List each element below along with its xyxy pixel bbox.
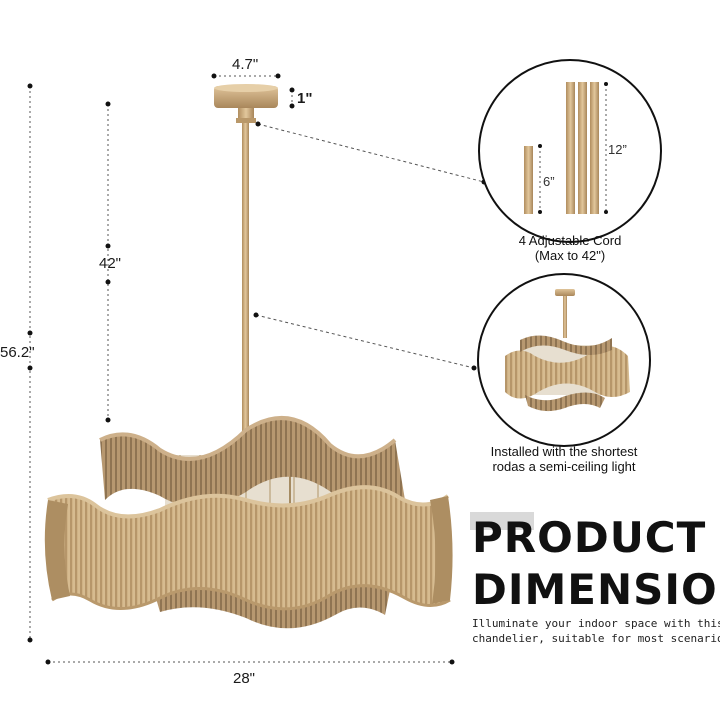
cord-detail-caption: 4 Adjustable Cord (Max to 42"): [484, 233, 656, 263]
shade-width-label: 28": [233, 670, 256, 687]
headline: PRODUCT DIMENSION: [472, 512, 720, 616]
cord-caption-line2: (Max to 42"): [534, 248, 606, 263]
shade-width-guide: [45, 659, 455, 665]
semi-ceiling-caption: Installed with the shortest rodas a semi…: [474, 444, 654, 474]
cord-detail-circle: [478, 59, 662, 243]
description: Illuminate your indoor space with this c…: [472, 616, 720, 646]
title-accent-block: [470, 512, 534, 530]
canopy: [214, 84, 278, 123]
description-line2: chandelier, suitable for most scenarios: [472, 632, 720, 645]
short-rod-label: 6”: [543, 174, 555, 189]
description-line1: Illuminate your indoor space with this: [472, 617, 720, 630]
canopy-width-guide: [211, 73, 295, 109]
semi-ceiling-caption-line1: Installed with the shortest: [490, 444, 638, 459]
semi-ceiling-caption-line2: rodas a semi-ceiling light: [492, 459, 636, 474]
cord-length-label: 42": [99, 255, 122, 272]
headline-line2: DIMENSION: [472, 565, 720, 614]
total-height-label: 56.2": [0, 344, 35, 361]
semi-ceiling-detail-circle: [477, 273, 651, 447]
cord-length-guide: [105, 101, 111, 423]
rope-shade: [44, 416, 453, 629]
total-height-guide: [27, 83, 33, 643]
leader-line-semi-ceiling: [255, 314, 475, 369]
headline-line1: PRODUCT: [472, 513, 707, 562]
leader-line-cord: [257, 123, 485, 183]
down-rod: [242, 123, 249, 453]
cord-caption-line1: 4 Adjustable Cord: [518, 233, 622, 248]
long-rod-label: 12”: [608, 142, 627, 157]
canopy-height-label: 1": [297, 90, 313, 107]
canopy-width-label: 4.7": [232, 56, 259, 73]
